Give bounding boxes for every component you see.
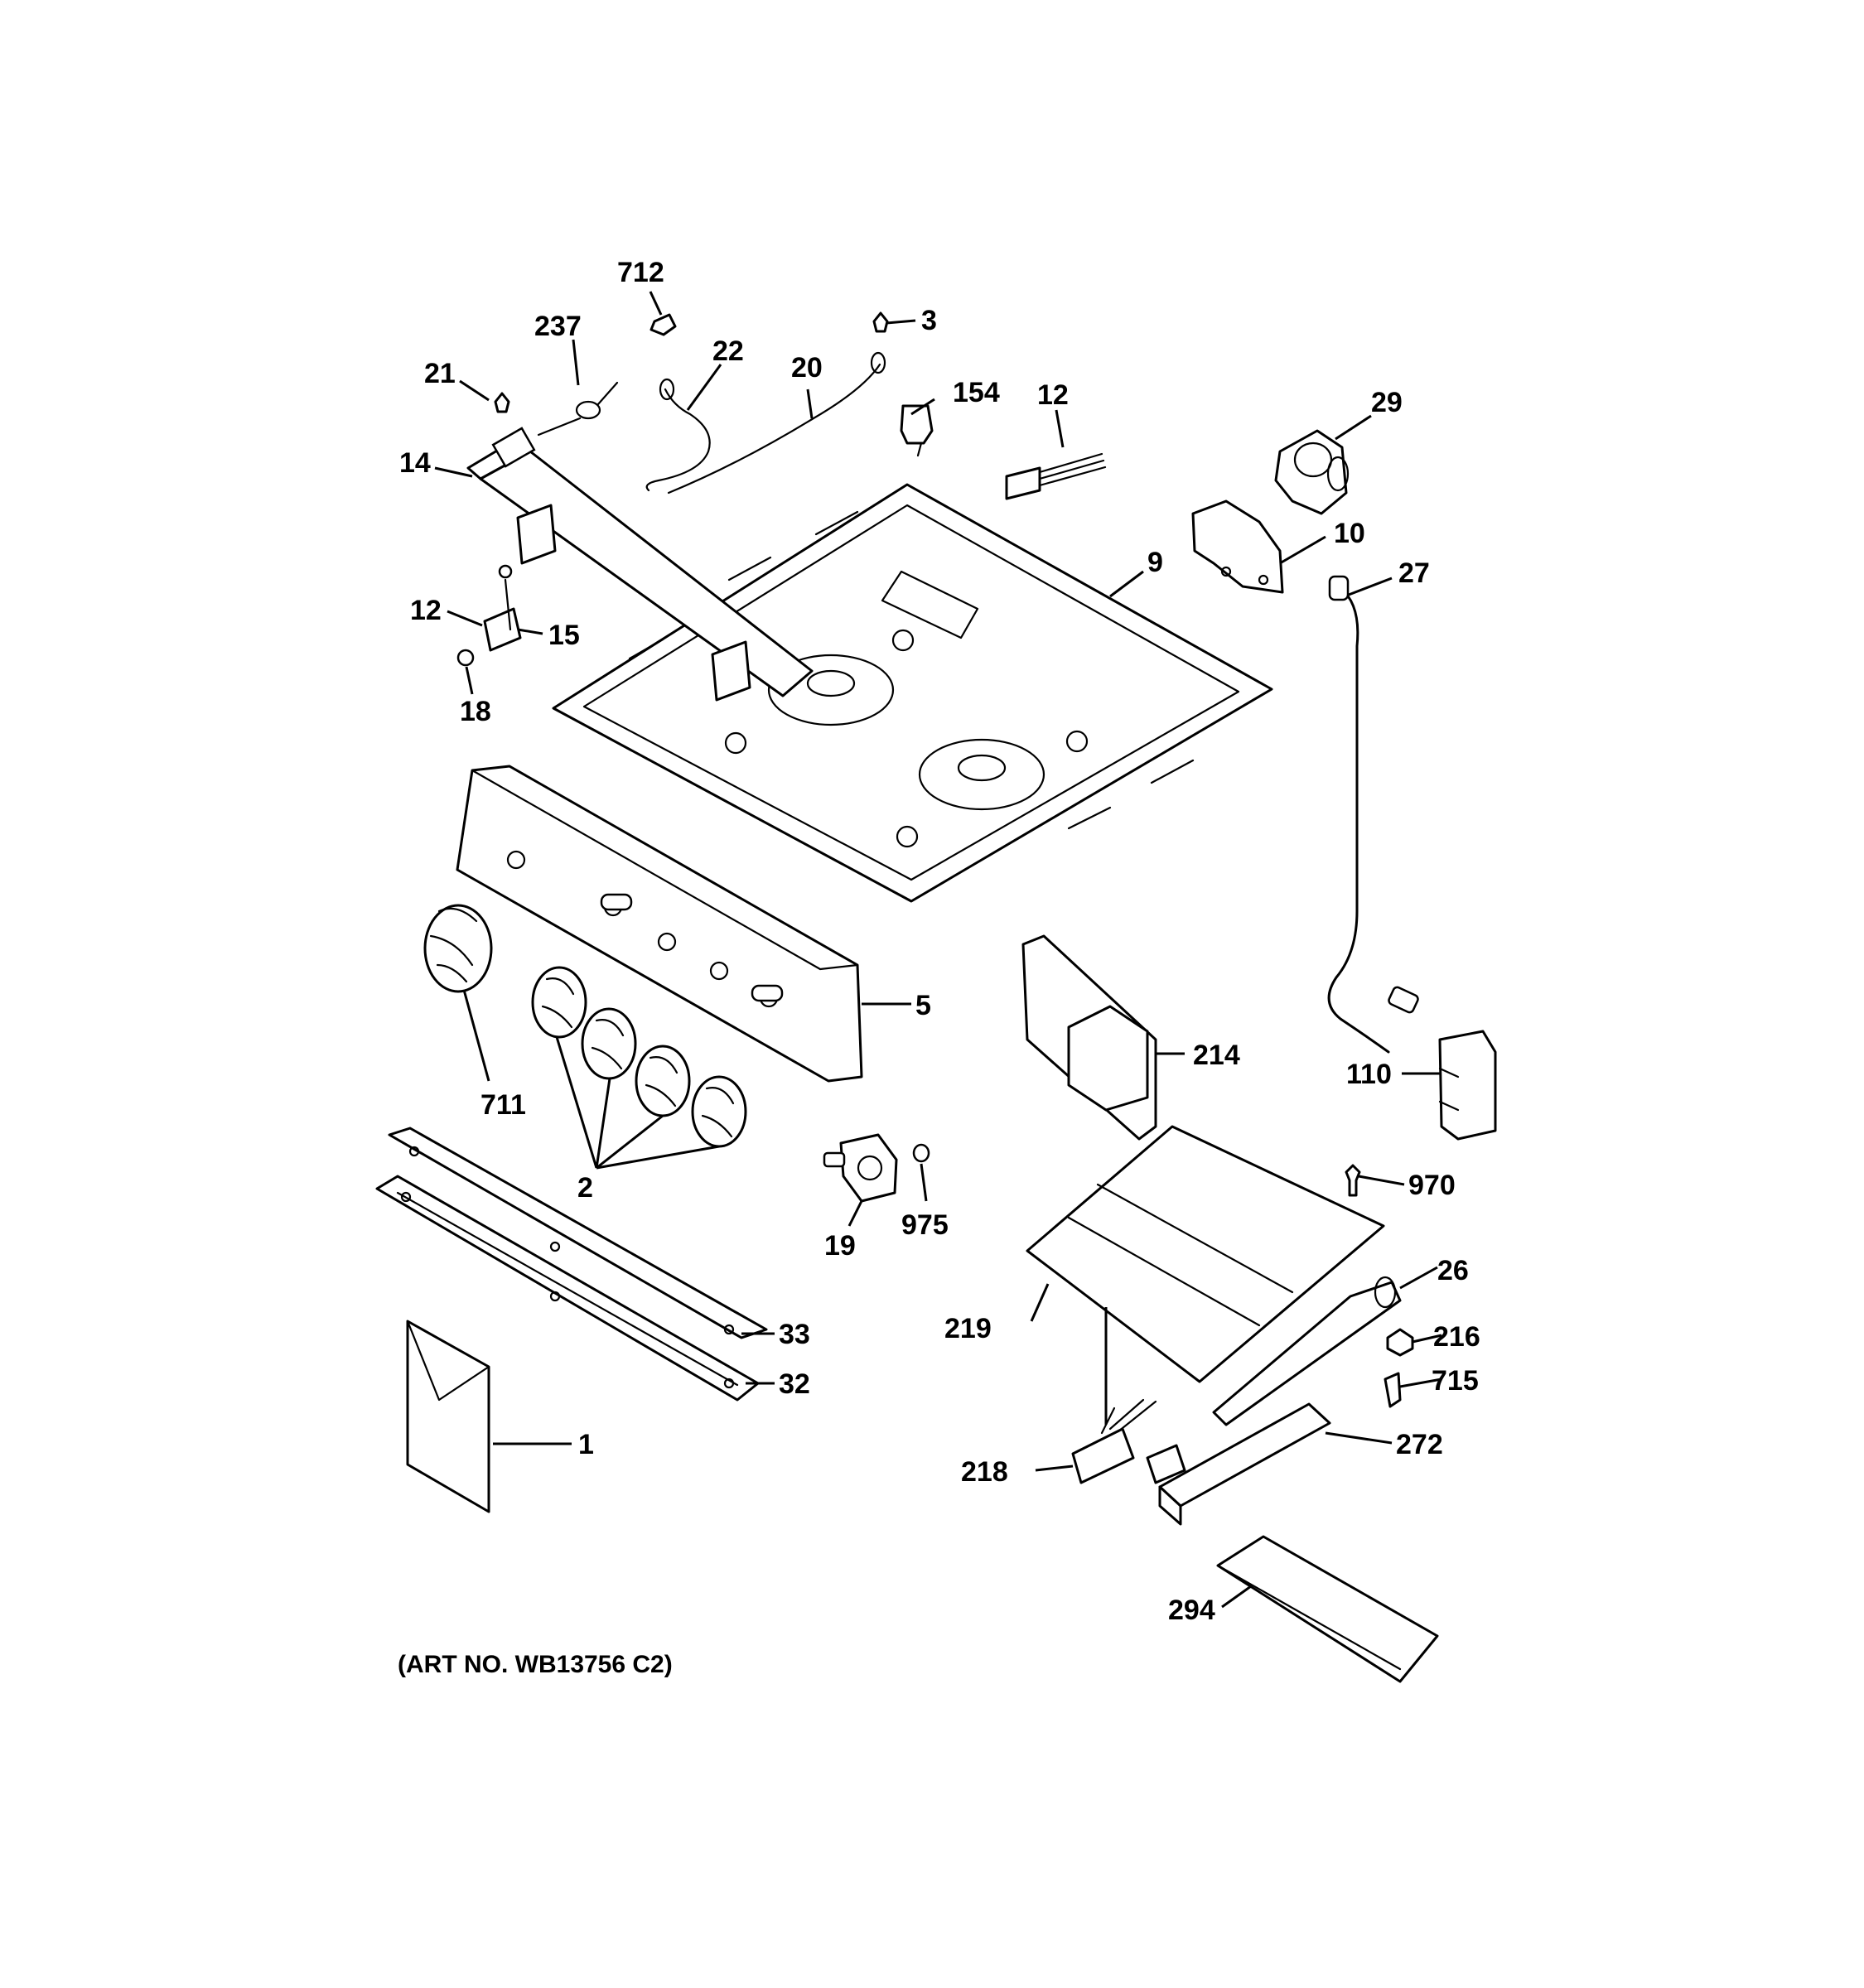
callout-29: 29 [1371, 387, 1403, 418]
callout-1: 1 [578, 1429, 594, 1460]
callout-218: 218 [961, 1456, 1008, 1488]
callout-12-top: 12 [1037, 379, 1069, 411]
bracket-and-wires [900, 404, 1107, 500]
pressure-regulator [1191, 429, 1350, 594]
callout-20: 20 [791, 352, 823, 384]
ignition-module [1021, 934, 1497, 1141]
callout-labels: 712 3 237 22 20 154 12 29 21 14 10 9 27 … [399, 257, 1480, 1626]
callout-272: 272 [1396, 1429, 1443, 1460]
callout-715: 715 [1432, 1365, 1479, 1397]
callout-3: 3 [921, 305, 937, 336]
callout-975: 975 [901, 1209, 949, 1241]
wire-connector [1071, 1398, 1157, 1484]
callout-27: 27 [1398, 557, 1430, 589]
callout-711: 711 [480, 1089, 526, 1121]
gas-valve [823, 1133, 930, 1203]
callout-214: 214 [1193, 1040, 1240, 1071]
callout-19: 19 [824, 1230, 856, 1262]
callout-15: 15 [548, 620, 580, 651]
heat-shield [1026, 1125, 1385, 1383]
trim-strips [375, 1127, 768, 1402]
cooktop-pan [552, 483, 1273, 903]
callout-9: 9 [1147, 547, 1163, 578]
control-knobs [423, 904, 747, 1148]
callout-18: 18 [460, 696, 491, 727]
callout-970: 970 [1408, 1170, 1456, 1201]
callout-32: 32 [779, 1368, 810, 1400]
literature-envelope [406, 1320, 490, 1513]
leader-lines [434, 291, 1442, 1609]
callout-12-left: 12 [410, 595, 442, 626]
burner-manifold [466, 381, 814, 702]
callout-216: 216 [1433, 1321, 1480, 1353]
callout-33: 33 [779, 1319, 810, 1350]
callout-10: 10 [1334, 518, 1365, 549]
small-hardware [456, 311, 889, 667]
igniter-assembly [1146, 1276, 1414, 1526]
callout-712: 712 [617, 257, 664, 288]
gas-tubes [645, 351, 1419, 1054]
callout-5: 5 [915, 990, 931, 1021]
callout-237: 237 [534, 311, 582, 342]
callout-110: 110 [1346, 1059, 1392, 1090]
callout-219: 219 [944, 1313, 992, 1344]
callout-154: 154 [953, 377, 1000, 408]
callout-26: 26 [1437, 1255, 1469, 1286]
callout-21: 21 [424, 358, 456, 389]
art-number: (ART NO. WB13756 C2) [398, 1651, 673, 1678]
callout-2: 2 [577, 1172, 593, 1204]
mounting-bracket [1216, 1535, 1439, 1683]
callout-22: 22 [712, 335, 744, 367]
callout-294: 294 [1168, 1595, 1215, 1626]
control-panel [456, 765, 863, 1083]
callout-14: 14 [399, 447, 431, 479]
